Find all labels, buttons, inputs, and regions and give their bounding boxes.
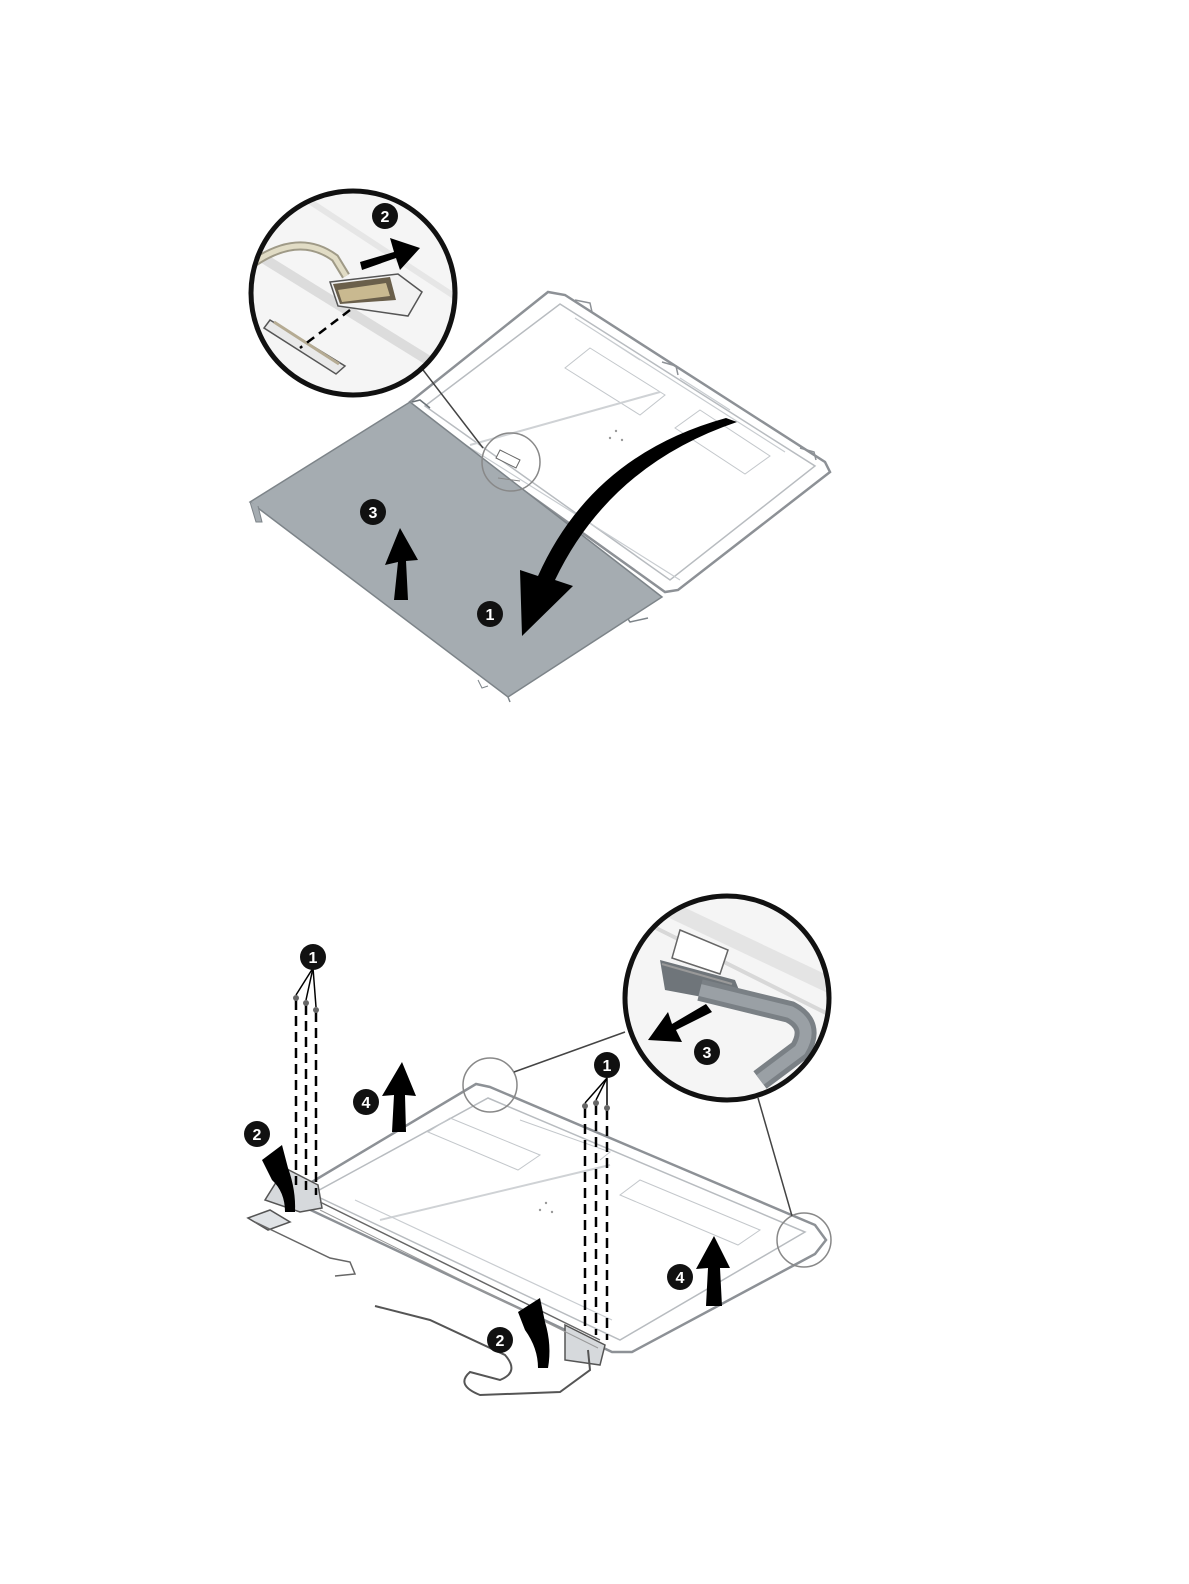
svg-text:4: 4 [362, 1095, 371, 1112]
display-back-cover-bottom [290, 1084, 826, 1352]
connector-inset [250, 191, 460, 395]
svg-text:2: 2 [496, 1333, 505, 1350]
callout-1-left: 1 [300, 944, 326, 970]
svg-text:4: 4 [676, 1270, 685, 1287]
callout-2-left: 2 [244, 1121, 270, 1147]
callout-4-left: 4 [353, 1089, 379, 1115]
callout-3: 3 [694, 1039, 720, 1065]
svg-text:3: 3 [369, 505, 378, 522]
svg-text:2: 2 [253, 1127, 262, 1144]
callout-2-right: 2 [487, 1327, 513, 1353]
svg-text:2: 2 [381, 209, 390, 226]
callout-4-right: 4 [667, 1264, 693, 1290]
top-diagram: 1 2 3 [250, 191, 830, 702]
svg-text:3: 3 [703, 1045, 712, 1062]
callout-1: 1 [477, 601, 503, 627]
screws-left [293, 968, 319, 1195]
bottom-diagram: 1 1 2 2 3 4 4 [244, 896, 840, 1395]
callout-1-right: 1 [594, 1052, 620, 1078]
callout-3: 3 [360, 499, 386, 525]
svg-text:1: 1 [486, 607, 495, 624]
callout-2: 2 [372, 203, 398, 229]
svg-text:1: 1 [603, 1058, 612, 1075]
cable-inset [625, 896, 840, 1100]
svg-text:1: 1 [309, 950, 318, 967]
